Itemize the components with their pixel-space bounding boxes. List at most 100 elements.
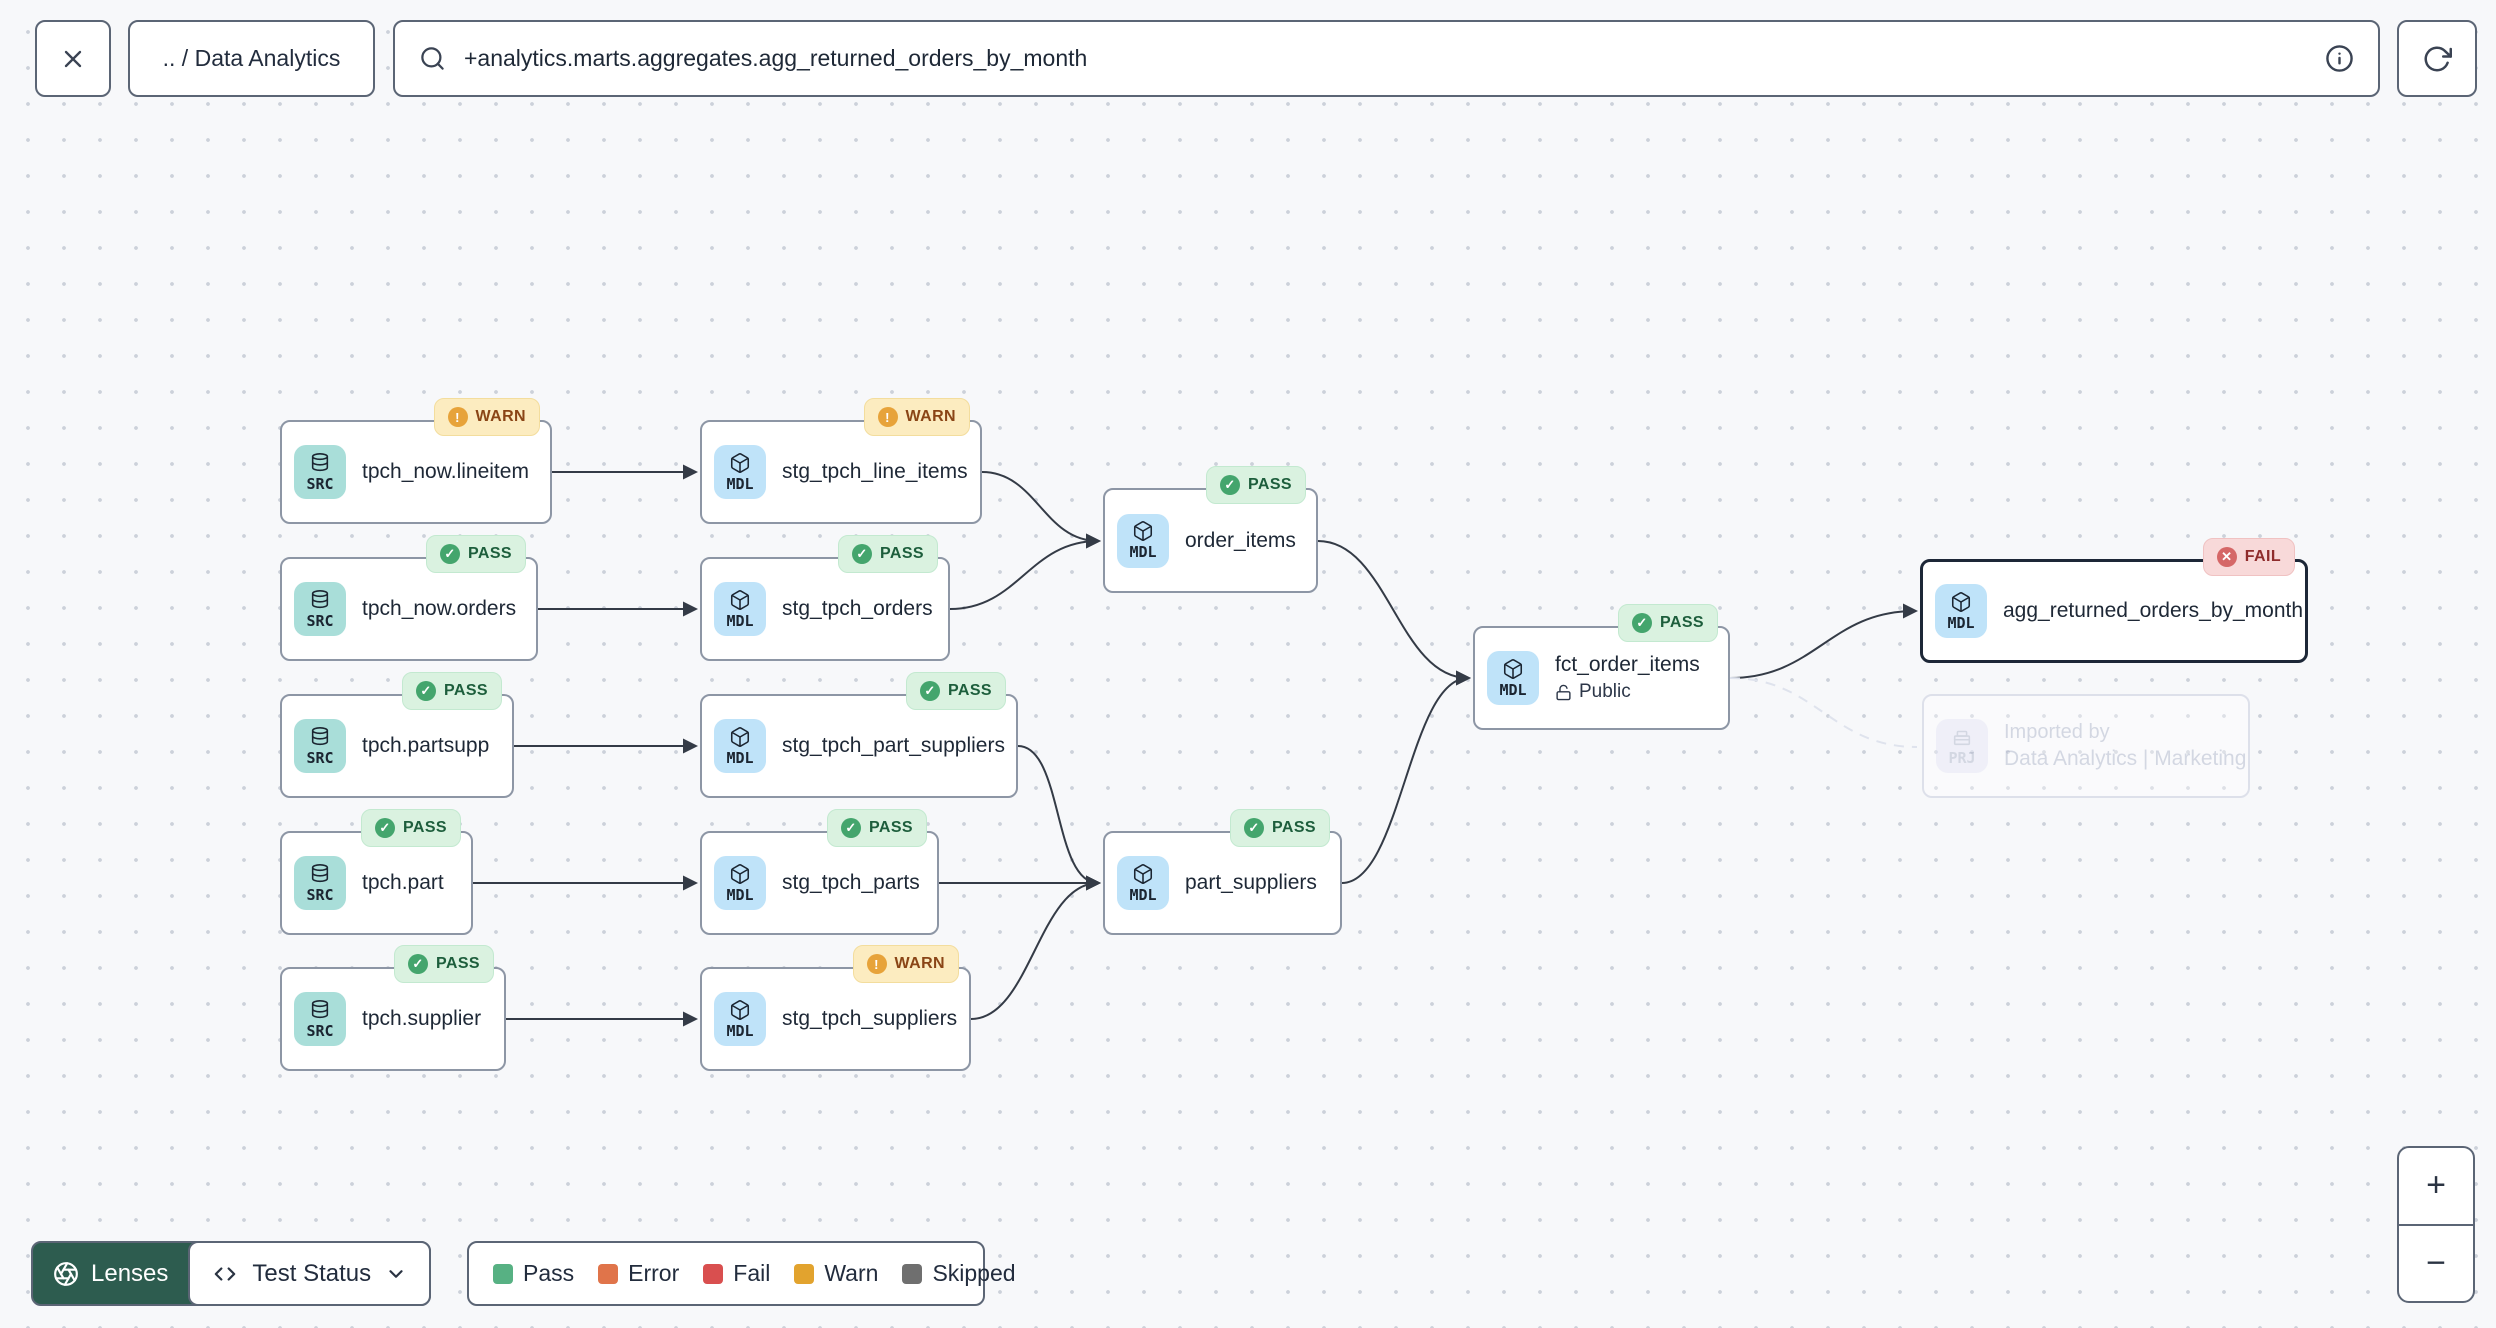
status-badge-warn: !WARN [863,398,970,436]
legend-label: Fail [733,1260,771,1286]
node-type-label: MDL [1129,543,1157,561]
legend-label: Warn [824,1260,879,1286]
check-icon: ✓ [416,681,437,701]
database-icon [311,452,329,471]
node-type-label: SRC [306,1021,334,1040]
status-badge-pass: ✓ PASS [1618,604,1718,642]
node-text: stg_tpch_orders [782,597,933,621]
node-type-badge: MDL [714,719,766,773]
node-type-label: MDL [726,611,754,630]
cube-icon [730,589,750,610]
node-type-badge: SRC [294,856,346,910]
node-type-label: SRC [306,885,334,904]
node-type-badge: SRC [294,582,346,636]
lineage-edge [981,471,1101,549]
node-type-badge: MDL [1487,651,1539,705]
check-icon: ✓ [440,544,461,564]
check-icon: ✓ [920,681,941,701]
project-icon [1953,730,1971,745]
check-icon: ✓ [375,818,396,838]
node-visibility-label: Public [1579,681,1631,702]
lineage-edge [970,875,1101,1020]
search-input[interactable] [462,44,2309,73]
status-label: FAIL [2244,548,2281,565]
zoom-out-button[interactable]: − [2399,1223,2473,1302]
node-title: stg_tpch_suppliers [782,1007,958,1030]
node-type-badge: MDL [1117,513,1169,568]
legend-item-error: Error [598,1260,679,1287]
node-type-label: MDL [726,1021,754,1040]
fail-icon: ✕ [2216,547,2237,567]
refresh-button[interactable] [2397,20,2477,97]
status-label: PASS [444,682,488,699]
status-label: PASS [1660,614,1704,631]
info-icon[interactable] [2325,44,2354,73]
node-title: agg_returned_orders_by_month [2003,599,2304,622]
check-icon: ✓ [841,818,862,838]
warning-icon: ! [866,954,887,974]
legend-item-fail: Fail [703,1260,770,1287]
status-badge-pass: ✓ PASS [402,672,502,710]
status-badge-pass: ✓PASS [827,809,927,847]
node-type-badge: SRC [294,719,346,773]
check-icon: ✓ [408,954,429,974]
status-badge-pass: ✓PASS [906,672,1006,710]
node-title: stg_tpch_part_suppliers [782,734,1005,757]
graph-node-order_items[interactable]: MDL order_items ✓ PASS [1103,466,1318,593]
node-text: stg_tpch_parts [782,871,920,895]
status-badge-warn: !WARN [852,945,959,983]
legend-swatch [703,1263,724,1284]
legend-swatch [794,1263,815,1284]
node-type-label: MDL [1499,680,1527,699]
node-type-label: MDL [726,474,754,493]
node-type-label: SRC [306,611,334,630]
graph-node-stg_tpch_suppliers[interactable]: MDL stg_tpch_suppliers !WARN [700,945,971,1071]
legend-label: Skipped [932,1260,1016,1286]
close-button[interactable] [35,20,111,97]
graph-node-tpch_partsupp[interactable]: SRC tpch.partsupp ✓ PASS [280,672,514,798]
chevron-down-icon [389,1269,403,1278]
close-icon [64,50,82,67]
node-type-badge: SRC [294,445,346,499]
graph-node-stg_tpch_part_suppliers[interactable]: MDL stg_tpch_part_suppliers ✓PASS [700,672,1018,798]
node-title: tpch.partsupp [362,734,490,757]
cube-icon [730,999,750,1020]
node-title: stg_tpch_line_items [782,460,968,483]
check-icon: ✓ [852,544,873,564]
node-text: stg_tpch_suppliers [782,1007,957,1031]
lens-selector[interactable]: Test Status [188,1241,432,1306]
zoom-in-button[interactable]: + [2426,1166,2446,1205]
graph-node-stg_tpch_line_items[interactable]: MDL stg_tpch_line_items !WARN [700,398,982,524]
cube-icon [1133,521,1153,542]
cube-icon [1503,658,1523,679]
breadcrumb[interactable]: .. / Data Analytics [128,20,375,97]
node-text: tpch.part [362,871,444,895]
node-text: order_items [1185,529,1296,553]
legend-swatch [493,1263,513,1284]
check-icon: ✓ [1220,475,1241,495]
unlock-icon [1556,684,1571,700]
node-type-label: MDL [1129,885,1157,904]
lenses-button[interactable]: Lenses [33,1243,188,1304]
status-label: PASS [1248,476,1292,493]
search-icon [421,47,444,70]
lineage-edge [949,533,1101,610]
node-type-label: PRJ [1948,748,1976,767]
check-icon: ✓ [1632,613,1653,633]
node-project-label: Data Analytics | Marketing [2004,747,2247,770]
aperture-icon [54,1261,78,1286]
node-text: stg_tpch_part_suppliers [782,734,1005,758]
lineage-edge [1317,540,1471,686]
lenses-label: Lenses [91,1259,169,1287]
